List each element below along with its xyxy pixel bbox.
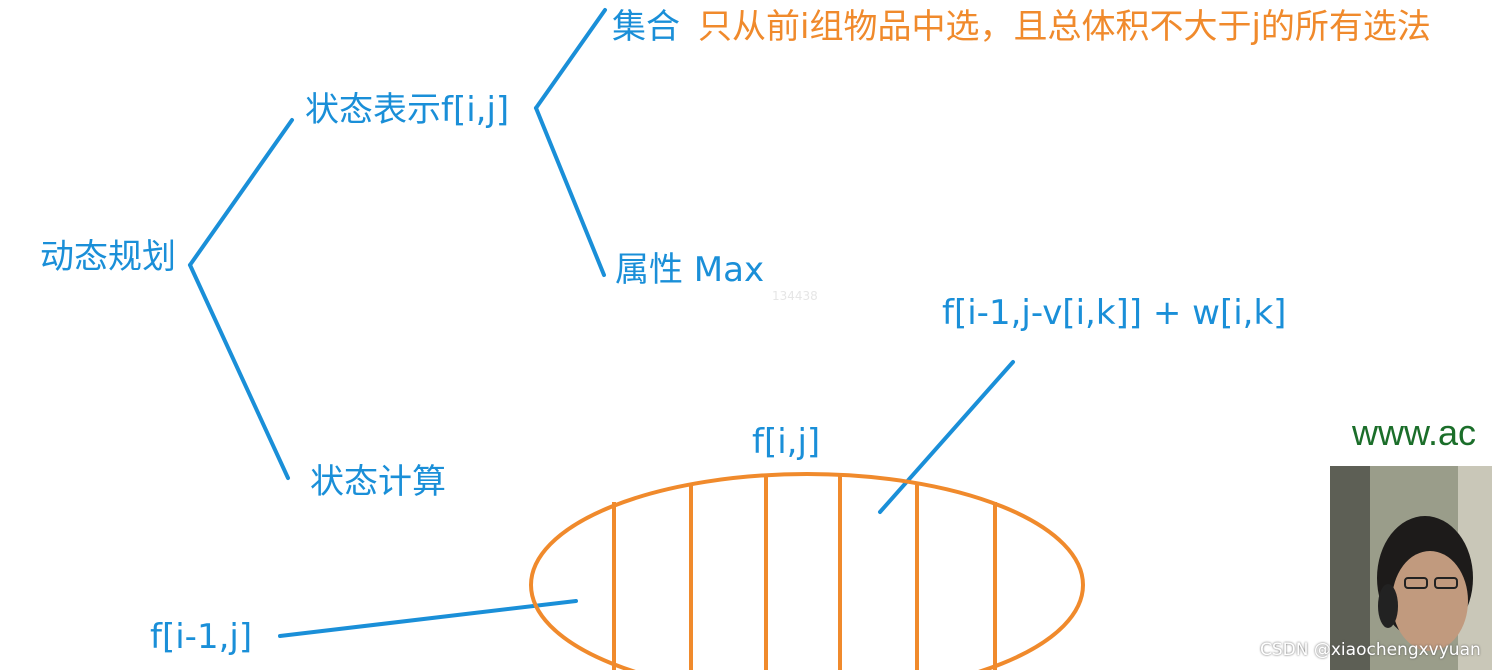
branch-state-repr-to-attribute: [534, 106, 606, 277]
csdn-watermark: CSDN @xiaochengxvyuan: [1260, 640, 1481, 660]
pointer-formula: [878, 360, 1015, 514]
presenter-image: [1330, 466, 1492, 670]
small-mark: 134438: [772, 289, 818, 303]
fprev-label: f[i-1,j]: [150, 617, 253, 657]
attribute-label: 属性 Max: [615, 250, 765, 290]
branch-state-repr-to-set: [534, 8, 607, 110]
state-calc-label: 状态计算: [310, 462, 446, 502]
formula-label: f[i-1,j-v[i,k]] + w[i,k]: [942, 293, 1287, 333]
root-label: 动态规划: [40, 237, 176, 277]
branch-root-to-state-calc: [188, 263, 290, 480]
state-repr-label: 状态表示f[i,j]: [305, 90, 510, 130]
set-description: 只从前i组物品中选，且总体积不大于j的所有选法: [698, 7, 1431, 47]
branch-root-to-state-repr: [188, 118, 294, 267]
site-url: www.ac: [1352, 415, 1477, 451]
set-title: 集合: [612, 7, 680, 47]
set-ellipse: [529, 472, 1085, 670]
pointer-fprev: [278, 599, 578, 638]
fij-label: f[i,j]: [752, 422, 821, 462]
webcam-overlay: [1330, 466, 1492, 670]
